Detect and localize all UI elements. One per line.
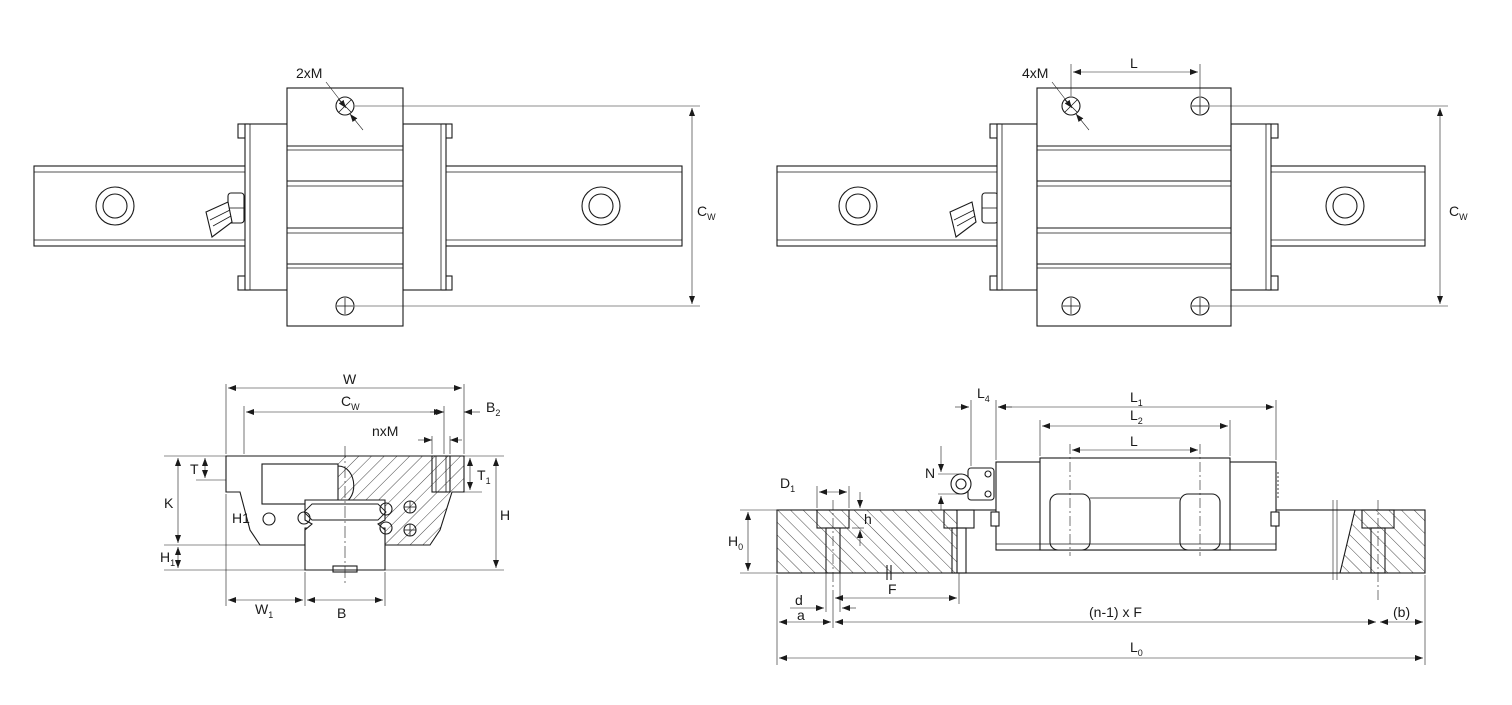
label-d1: D1 (780, 475, 795, 494)
label-h0: H0 (728, 533, 743, 552)
dimension-n (938, 446, 960, 510)
dimension-k (164, 455, 260, 546)
label-k: K (164, 495, 174, 511)
dimension-l (1069, 444, 1201, 556)
dimension-t1 (464, 458, 482, 493)
label-f: F (888, 581, 897, 597)
label-n-minus-1-f: (n-1) x F (1089, 604, 1142, 620)
label-cw: CW (341, 393, 360, 412)
counterbore-hole-left (816, 500, 850, 600)
label-cw: CW (1449, 203, 1468, 222)
leader-2xm (325, 81, 364, 131)
label-l: L (1130, 433, 1138, 449)
label-h1: H1 (160, 549, 175, 568)
break-marks (886, 500, 1338, 580)
carriage-block (1036, 87, 1232, 327)
rail-hole-right (1325, 186, 1365, 226)
label-w1: W1 (255, 601, 273, 620)
leader-4xm (1051, 81, 1090, 131)
dimension-h0 (740, 509, 777, 574)
label-t: T (190, 461, 199, 477)
mounting-hole-bottom-left (1061, 296, 1081, 316)
end-seals (237, 123, 453, 291)
dimension-l2 (1039, 420, 1231, 456)
label-nxm: nxM (372, 423, 398, 439)
label-b2: B2 (486, 399, 500, 418)
mounting-hole-bottom-right (1190, 296, 1210, 316)
carriage-block (286, 87, 404, 327)
label-t1: T1 (477, 467, 491, 486)
label-a: a (797, 607, 805, 623)
rail-hole-left (95, 186, 135, 226)
dimension-t (196, 455, 226, 481)
dimension-cw (243, 406, 445, 454)
label-h: H (500, 507, 510, 523)
label-l: L (1130, 55, 1138, 71)
top-left-view: 2xM CW (33, 65, 716, 327)
side-view: L4 L1 L2 L N D1 (728, 385, 1426, 665)
rail-side (776, 509, 1426, 574)
dimension-l4 (955, 400, 1012, 466)
label-l0: L0 (1130, 639, 1143, 658)
rail-hole-left (838, 186, 878, 226)
rail-hole-right (581, 186, 621, 226)
label-2xm: 2xM (296, 65, 322, 81)
dimension-h (852, 492, 864, 546)
label-b: B (337, 605, 346, 621)
label-d: d (795, 592, 803, 608)
label-l2: L2 (1130, 407, 1143, 426)
dimension-h (385, 455, 504, 571)
grease-nipple (949, 192, 999, 238)
label-b: (b) (1393, 604, 1410, 620)
dimension-nxm (418, 436, 462, 454)
label-h1-text: H1 (232, 510, 250, 526)
label-h: h (864, 511, 872, 527)
balls (297, 500, 417, 537)
dimension-b (1380, 575, 1426, 665)
grease-nipple (205, 192, 245, 238)
grease-nipple-side (950, 467, 995, 501)
dimension-w1 (225, 494, 386, 606)
dimension-w (225, 384, 465, 454)
end-seals (989, 123, 1279, 291)
label-l4: L4 (977, 385, 990, 404)
dimension-d (790, 573, 856, 612)
mounting-hole-bottom (335, 296, 355, 316)
dimension-l (1070, 64, 1201, 96)
counterbore-hole-right (1361, 500, 1395, 600)
dimension-f (835, 573, 960, 604)
cross-section-view: W CW B2 nxM T T1 (160, 371, 510, 621)
top-right-view: 4xM L CW (776, 55, 1468, 327)
dimension-a (776, 575, 834, 665)
label-n: N (925, 465, 935, 481)
mounting-hole-top-right (1190, 96, 1210, 116)
label-w: W (343, 371, 357, 387)
label-cw: CW (697, 203, 716, 222)
dimension-cw (355, 105, 700, 307)
label-4xm: 4xM (1022, 65, 1048, 81)
dimension-h1 (164, 547, 305, 571)
dimension-d1 (816, 486, 850, 508)
carriage-side (990, 457, 1280, 551)
dimension-l1 (998, 400, 1277, 460)
label-l1: L1 (1130, 389, 1143, 408)
dimension-cw (1210, 105, 1448, 307)
